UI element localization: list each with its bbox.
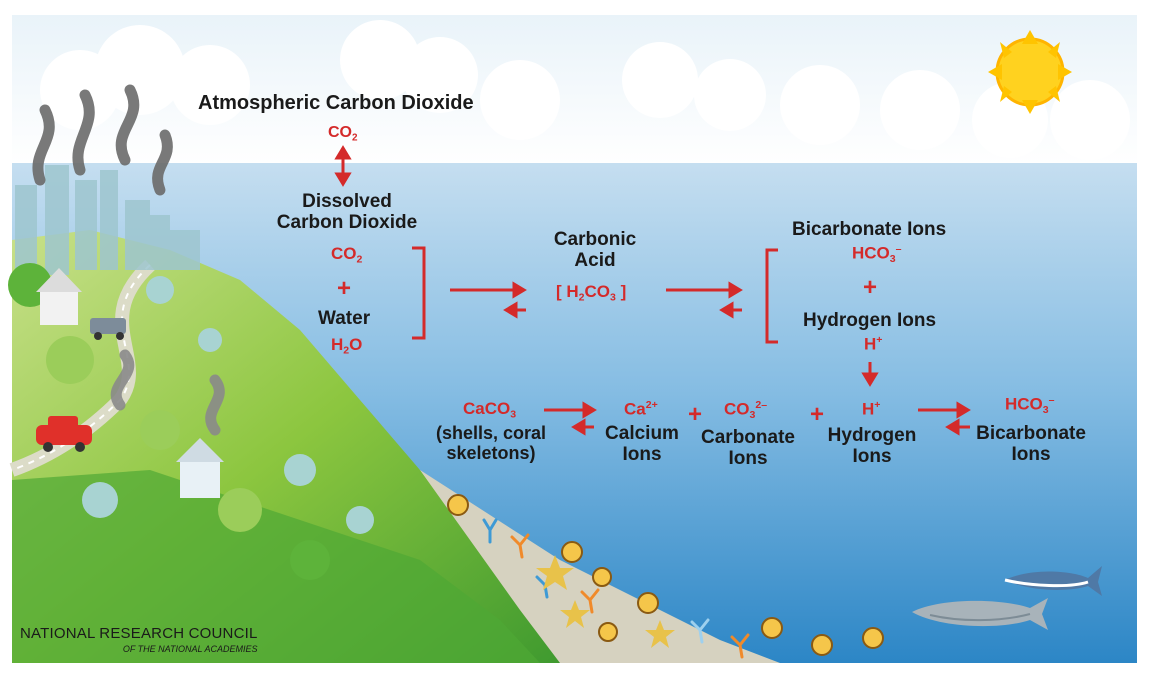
caco3-symbol: CaCO [463,399,511,418]
bicarbonate-bottom-line2: Ions [1011,443,1051,465]
bicarbonate-ions-title: Bicarbonate Ions [792,219,947,240]
carbonate-subscript: 3 [749,409,756,421]
hydrogen-ions-title: Hydrogen Ions [803,310,937,331]
trees [8,263,374,580]
carbonate-superscript: 2– [755,399,768,411]
carbonic-formula-mid: CO [584,282,611,301]
calcium-superscript: 2+ [645,399,658,411]
houses [36,268,224,498]
caco3-subscript: 3 [510,408,517,421]
carbonic-acid-formula: [ H2CO3 ] [556,282,627,304]
bicarbonate-bottom-symbol: HCO [1005,394,1043,414]
h2o-subscript: 2 [343,344,350,357]
dissolved-co2-subscript: 2 [356,253,363,266]
credit-block: NATIONAL RESEARCH COUNCIL OF THE NATIONA… [20,625,258,654]
salmon-fish [912,598,1048,630]
calcium-symbol: Ca [624,399,646,419]
water-label: Water [318,308,371,329]
shark-fish [1004,566,1102,596]
bicarbonate-superscript: – [895,243,902,255]
atmospheric-co2-formula: CO2 [328,124,358,144]
reaction-arrows [334,145,971,436]
atmospheric-co2-title: Atmospheric Carbon Dioxide [198,92,474,114]
clouds [40,20,1130,160]
shells-line1: (shells, coral [435,423,547,443]
calcium-line2: Ions [622,443,662,465]
hydrogen-bottom-line1: Hydrogen [827,425,917,446]
bicarbonate-bottom-superscript: – [1048,394,1055,406]
hydrogen-bottom-symbol: H [862,399,875,419]
road-line [11,264,151,471]
carbonate-ion-formula: CO32– [724,399,768,422]
plus-sign: + [337,275,352,302]
hydrogen-bottom-superscript: + [874,399,881,411]
smoke [32,84,225,436]
dissolved-co2-title: Dissolved Carbon Dioxide [275,191,419,234]
plus-sign: + [810,401,825,428]
carbonic-line1: Carbonic [553,229,637,250]
hydrogen-bottom-line2: Ions [852,445,892,467]
calcium-ion-formula: Ca2+ [624,399,658,419]
dissolved-co2-symbol: CO [331,244,357,263]
shells-line2: skeletons) [446,442,536,463]
caco3-formula: CaCO3 [463,399,517,421]
dissolved-title-line1: Dissolved [302,191,392,212]
hydrogen-symbol: H [864,334,877,354]
bicarbonate-formula: HCO3– [852,243,902,266]
hydrogen-ion-formula-bottom: H+ [862,399,881,419]
credit-suborg: OF THE NATIONAL ACADEMIES [122,644,258,654]
carbonate-ions-label: Carbonate Ions [698,427,798,470]
carbonate-line1: Carbonate [701,427,795,448]
bicarbonate-symbol: HCO [852,243,890,263]
shells-corals [447,494,884,659]
shells-coral-label: (shells, coral skeletons) [430,423,552,464]
credit-org: NATIONAL RESEARCH COUNCIL [20,625,258,642]
calcium-line1: Calcium [605,423,679,444]
carbonic-acid-title: Carbonic Acid [545,229,645,272]
hydrogen-ion-formula: H+ [864,334,883,354]
carbonic-formula-sub2: 3 [610,291,616,304]
hill-shade [12,470,540,663]
bicarbonate-bottom-subscript: 3 [1042,404,1049,416]
dissolved-title-line2: Carbon Dioxide [276,211,418,233]
carbonic-formula-open: [ H [556,282,579,301]
red-car [36,416,92,452]
bicarbonate-ions-label-bottom: Bicarbonate Ions [973,423,1089,466]
carbonic-formula-close: ] [615,282,627,301]
carbonate-line2: Ions [728,447,768,469]
carbonic-formula-sub1: 2 [578,291,585,304]
truck [90,318,126,340]
calcium-ions-label: Calcium Ions [600,423,684,466]
bicarbonate-bottom-line1: Bicarbonate [976,423,1086,444]
atmospheric-co2-symbol: CO [328,124,352,141]
city-skyline [15,165,200,275]
plus-sign: + [688,401,703,428]
hydrogen-ions-label-bottom: Hydrogen Ions [826,425,918,468]
h2o-h: H [331,335,344,354]
carbonate-symbol: CO [724,399,750,419]
sun [988,30,1072,114]
hydrogen-superscript: + [876,334,883,346]
atmospheric-co2-subscript: 2 [352,132,358,144]
bicarbonate-formula-bottom: HCO3– [1005,394,1055,417]
carbonic-line2: Acid [574,249,616,271]
plus-sign: + [863,274,878,301]
bicarbonate-subscript: 3 [889,253,896,265]
dissolved-co2-formula: CO2 [331,244,363,266]
h2o-formula: H2O [331,335,363,357]
h2o-o: O [349,335,363,354]
